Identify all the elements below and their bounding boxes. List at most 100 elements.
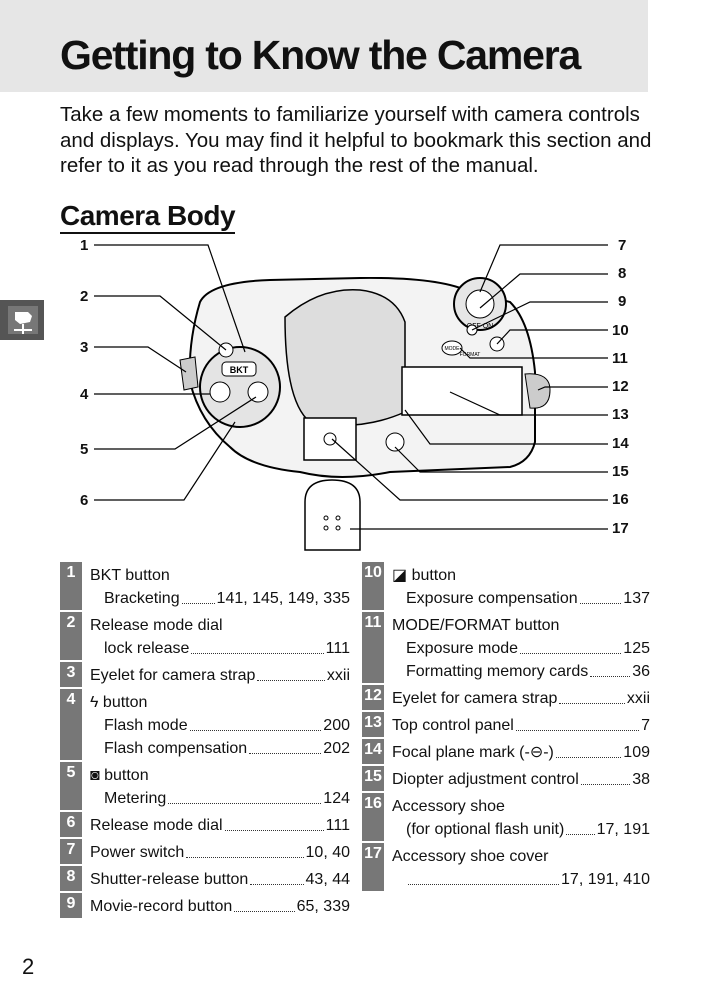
item-number: 11 <box>362 612 384 683</box>
sub-item-label: Exposure compensation <box>406 590 578 607</box>
intro-paragraph: Take a few moments to familiarize yourse… <box>60 103 652 177</box>
section-heading: Camera Body <box>60 200 236 234</box>
item-label: ◙ button <box>90 767 149 784</box>
title-band <box>0 0 648 92</box>
sub-item-page-ref: 124 <box>323 790 350 807</box>
top-control-panel <box>401 366 523 416</box>
item-label: Eyelet for camera strap <box>90 667 256 684</box>
sub-item-label: Flash compensation <box>104 740 248 757</box>
item-number: 2 <box>60 612 82 660</box>
sub-item-page-ref: 200 <box>323 717 350 734</box>
page-title: Getting to Know the Camera <box>60 32 581 78</box>
sub-item-label: Exposure mode <box>406 640 519 657</box>
mode-button-label: MODE <box>445 346 461 352</box>
callout-13: 13 <box>612 406 629 423</box>
callout-8: 8 <box>618 265 627 282</box>
item-label: Eyelet for camera strap <box>392 690 558 707</box>
item-number: 5 <box>60 762 82 810</box>
item-label: Accessory shoe <box>392 798 505 815</box>
table-row: 13 Top control panel 7 <box>362 712 650 737</box>
shoe-cover <box>304 479 361 551</box>
format-label: FORMAT <box>460 352 481 358</box>
item-label: ◪ button <box>392 567 457 584</box>
item-label: MODE/FORMAT button <box>392 617 560 634</box>
sub-item-page-ref: 137 <box>623 590 650 607</box>
sub-item-label: Metering <box>104 790 167 807</box>
item-label: BKT button <box>90 567 170 584</box>
callout-11: 11 <box>612 350 628 367</box>
item-label: Accessory shoe cover <box>392 848 549 865</box>
callout-16: 16 <box>612 491 629 508</box>
sub-item-page-ref: 125 <box>623 640 650 657</box>
callout-15: 15 <box>612 463 629 480</box>
item-number: 10 <box>362 562 384 610</box>
camera-top-illustration: BKT OFF ON MODE FORMAT <box>94 244 608 551</box>
sub-item-label: Bracketing <box>104 590 180 607</box>
item-page-ref: 65, 339 <box>296 898 350 915</box>
sub-item-page-ref: 111 <box>325 640 350 657</box>
callout-1: 1 <box>80 237 89 254</box>
item-label: ϟ button <box>90 694 148 711</box>
sub-item-page-ref: 17, 191, 410 <box>561 871 650 888</box>
item-label: Movie-record button <box>90 898 233 915</box>
sub-item-label: (for optional flash unit) <box>406 821 565 838</box>
callout-7: 7 <box>618 237 627 254</box>
callout-2: 2 <box>80 288 89 305</box>
item-label: Release mode dial <box>90 617 223 634</box>
sub-item-page-ref: 202 <box>323 740 350 757</box>
item-page-ref: 38 <box>632 771 650 788</box>
item-number: 14 <box>362 739 384 764</box>
sub-item-label: Formatting memory cards <box>406 663 589 680</box>
item-label: Power switch <box>90 844 185 861</box>
table-row: 16 Accessory shoe (for optional flash unit… <box>362 793 650 841</box>
item-number: 7 <box>60 839 82 864</box>
item-page-ref: 43, 44 <box>305 871 350 888</box>
bkt-label: BKT <box>230 365 249 375</box>
item-label: Top control panel <box>392 717 514 734</box>
item-number: 4 <box>60 689 82 760</box>
release-mode-dial <box>199 346 281 428</box>
callout-4: 4 <box>80 386 89 403</box>
table-row: 7 Power switch 10, 40 <box>60 839 350 864</box>
sub-item-page-ref: 36 <box>632 663 650 680</box>
chapter-tab <box>0 300 44 340</box>
table-row: 17 Accessory shoe cover 17, 191, 410 <box>362 843 650 891</box>
item-number: 1 <box>60 562 82 610</box>
item-page-ref: xxii <box>326 667 350 684</box>
item-number: 9 <box>60 893 82 918</box>
weathervane-icon <box>8 306 38 334</box>
item-number: 17 <box>362 843 384 891</box>
table-row: 14 Focal plane mark (-⊖-) 109 <box>362 739 650 764</box>
callout-6: 6 <box>80 492 89 509</box>
sub-item-page-ref: 141, 145, 149, 335 <box>216 590 350 607</box>
table-row: 9 Movie-record button 65, 339 <box>60 893 350 918</box>
item-number: 16 <box>362 793 384 841</box>
item-number: 15 <box>362 766 384 791</box>
item-number: 12 <box>362 685 384 710</box>
item-number: 8 <box>60 866 82 891</box>
callout-12: 12 <box>612 378 629 395</box>
item-page-ref: 10, 40 <box>305 844 350 861</box>
item-label: Focal plane mark (-⊖-) <box>392 744 554 761</box>
item-number: 6 <box>60 812 82 837</box>
table-row: 12 Eyelet for camera strap xxii <box>362 685 650 710</box>
callout-9: 9 <box>618 293 627 310</box>
item-page-ref: 111 <box>325 817 350 834</box>
sub-item-page-ref: 17, 191 <box>596 821 650 838</box>
page-number: 2 <box>22 954 35 979</box>
item-number: 13 <box>362 712 384 737</box>
item-page-ref: 109 <box>623 744 650 761</box>
item-page-ref: 7 <box>641 717 650 734</box>
item-page-ref: xxii <box>626 690 650 707</box>
